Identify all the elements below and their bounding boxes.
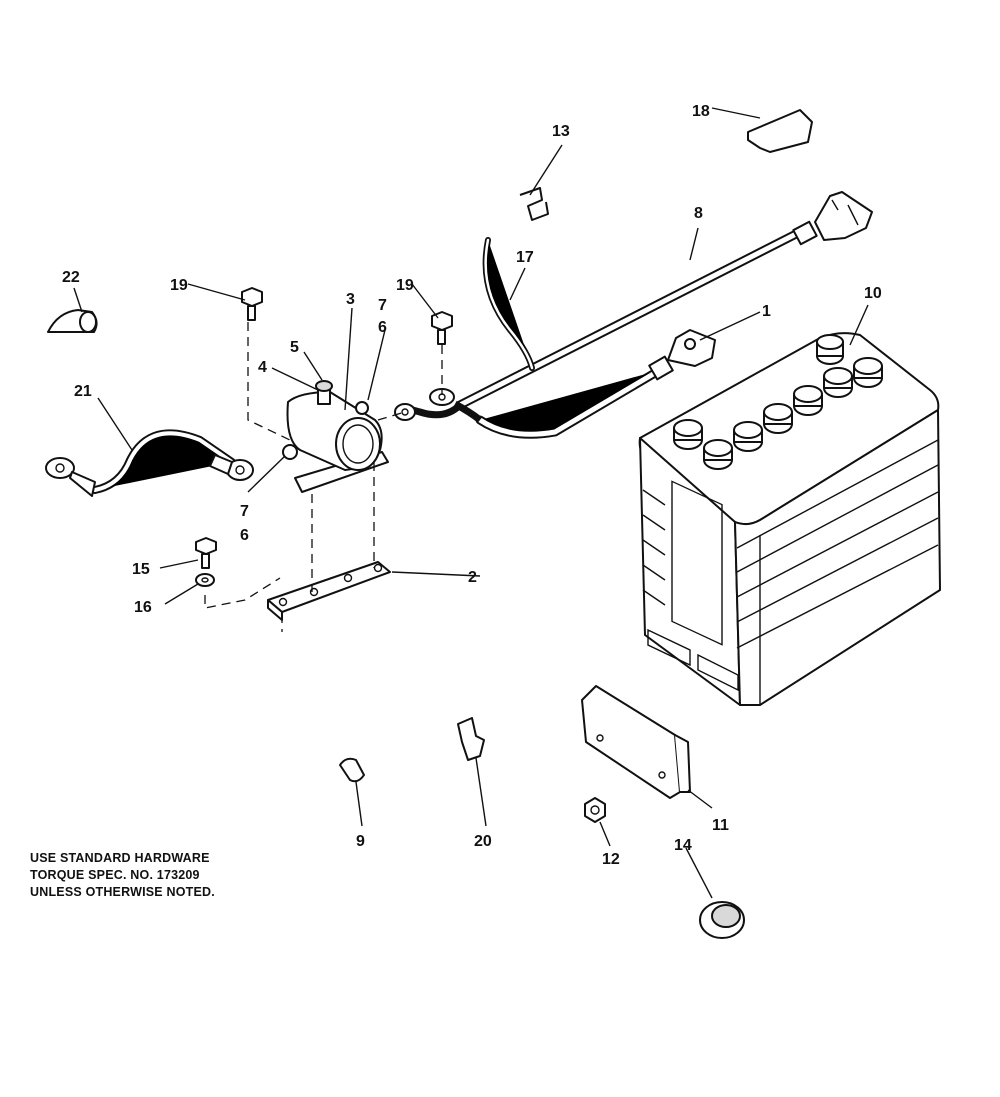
callout-22: 22	[62, 269, 80, 286]
note-line-1: USE STANDARD HARDWARE	[30, 851, 210, 865]
bolt-19b	[431, 311, 453, 345]
boot-22	[47, 309, 98, 333]
nut-12	[584, 797, 606, 823]
battery-cable-8	[404, 191, 873, 419]
callout-18: 18	[692, 103, 710, 120]
callout-1: 1	[762, 303, 771, 320]
clip-20	[457, 717, 485, 761]
callout-12: 12	[602, 851, 620, 868]
clip-9	[339, 757, 365, 783]
ring-terminals	[394, 388, 455, 421]
battery-cable-1	[453, 329, 716, 439]
wire-17	[482, 237, 535, 371]
mounting-bracket	[267, 561, 391, 621]
callout-19a: 19	[170, 277, 188, 294]
cover-18	[747, 109, 813, 153]
leader-lines	[73, 107, 869, 899]
solenoid	[282, 380, 389, 493]
callout-3: 3	[346, 291, 355, 308]
callout-11: 11	[712, 817, 729, 834]
callout-4: 4	[258, 359, 267, 376]
battery	[638, 332, 941, 706]
callout-2: 2	[468, 569, 477, 586]
grommet-14	[699, 901, 745, 939]
bolt-19a	[241, 287, 263, 321]
callout-14: 14	[674, 837, 692, 854]
note-line-2: TORQUE SPEC. NO. 173209	[30, 868, 200, 882]
bolt-15	[195, 537, 217, 569]
assembly-lines	[204, 322, 443, 632]
callout-9: 9	[356, 833, 365, 850]
washer-16	[195, 573, 215, 587]
callout-13: 13	[552, 123, 570, 140]
callout-7b: 7	[240, 503, 249, 520]
callout-8: 8	[694, 205, 703, 222]
ground-cable-21	[45, 429, 254, 497]
callout-21: 21	[74, 383, 92, 400]
note-line-3: UNLESS OTHERWISE NOTED.	[30, 885, 215, 899]
battery-caps	[673, 334, 883, 470]
callout-7a: 7	[378, 297, 387, 314]
callout-20: 20	[474, 833, 492, 850]
callout-labels: 1 2 3 4 5 7 6 7 6 8 9 10 11 12 13 14 15 …	[62, 103, 882, 868]
callout-6a: 6	[378, 319, 387, 336]
callout-10: 10	[864, 285, 882, 302]
hold-down-11	[581, 685, 691, 799]
callout-5: 5	[290, 339, 299, 356]
clip-13	[519, 187, 549, 221]
callout-15: 15	[132, 561, 150, 578]
hardware-note: USE STANDARD HARDWARE TORQUE SPEC. NO. 1…	[30, 850, 215, 901]
callout-17: 17	[516, 249, 534, 266]
callout-19b: 19	[396, 277, 414, 294]
callout-16: 16	[134, 599, 152, 616]
callout-6b: 6	[240, 527, 249, 544]
